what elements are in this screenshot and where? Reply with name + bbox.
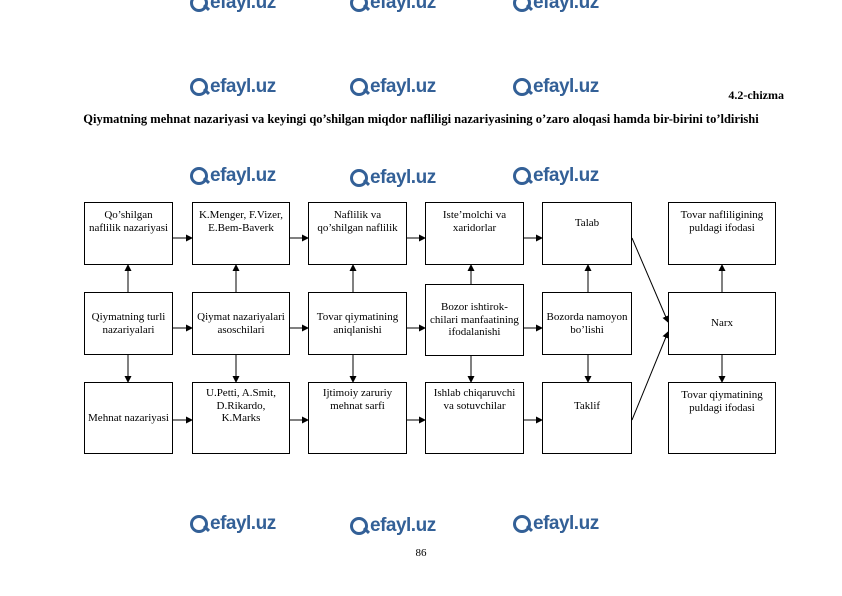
watermark-logo: efayl.uz	[190, 513, 276, 535]
magnifier-icon	[350, 78, 368, 96]
watermark-logo: efayl.uz	[513, 513, 599, 535]
box-labor-theory: Mehnat nazariyasi	[84, 382, 173, 454]
magnifier-icon	[513, 78, 531, 96]
magnifier-icon	[190, 0, 208, 12]
box-price: Narx	[668, 292, 776, 355]
watermark-logo: efayl.uz	[190, 76, 276, 98]
box-producers-and-sellers: Ishlab chiqaruvchi va sotuvchilar	[425, 382, 524, 454]
box-market-participants-interests: Bozor ishtirok-chilari manfaatining ifod…	[425, 284, 524, 356]
box-consumers-and-buyers: Iste’molchi va xaridorlar	[425, 202, 524, 265]
box-monetary-expression-of-value: Tovar qiymatining puldagi ifodasi	[668, 382, 776, 454]
magnifier-icon	[350, 169, 368, 187]
watermark-logo: efayl.uz	[513, 0, 599, 14]
box-demand: Talab	[542, 202, 632, 265]
watermark-logo: efayl.uz	[350, 515, 436, 537]
box-value-determination: Tovar qiymatining aniqlanishi	[308, 292, 407, 355]
watermark-logo: efayl.uz	[190, 165, 276, 187]
magnifier-icon	[350, 0, 368, 12]
box-supply: Taklif	[542, 382, 632, 454]
magnifier-icon	[190, 515, 208, 533]
box-monetary-expression-of-utility: Tovar nafliligining puldagi ifodasi	[668, 202, 776, 265]
magnifier-icon	[513, 0, 531, 12]
magnifier-icon	[513, 515, 531, 533]
magnifier-icon	[190, 167, 208, 185]
box-value-theories: Qiymatning turli nazariyalari	[84, 292, 173, 355]
box-socially-necessary-labor: Ijtimoiy zaruriy mehnat sarfi	[308, 382, 407, 454]
box-austrian-school-authors: K.Menger, F.Vizer, E.Bem-Baverk	[192, 202, 290, 265]
page-number: 86	[415, 547, 427, 559]
watermark-logo: efayl.uz	[350, 167, 436, 189]
watermark-logo: efayl.uz	[513, 165, 599, 187]
watermark-logo: efayl.uz	[190, 0, 276, 14]
box-added-utility-theory: Qo’shilgan naflilik nazariyasi	[84, 202, 173, 265]
watermark-logo: efayl.uz	[350, 0, 436, 14]
magnifier-icon	[350, 517, 368, 535]
box-classical-economists: U.Petti, A.Smit, D.Rikardo, K.Marks	[192, 382, 290, 454]
box-value-theory-founders: Qiymat nazariyalari asoschilari	[192, 292, 290, 355]
magnifier-icon	[190, 78, 208, 96]
box-market-manifestation: Bozorda namoyon bo’lishi	[542, 292, 632, 355]
watermark-logo: efayl.uz	[350, 76, 436, 98]
figure-label: 4.2-chizma	[728, 88, 784, 102]
watermark-logo: efayl.uz	[513, 76, 599, 98]
magnifier-icon	[513, 167, 531, 185]
box-utility-and-marginal-utility: Naflilik va qo’shilgan naflilik	[308, 202, 407, 265]
figure-title: Qiymatning mehnat nazariyasi va keyingi …	[83, 112, 759, 126]
